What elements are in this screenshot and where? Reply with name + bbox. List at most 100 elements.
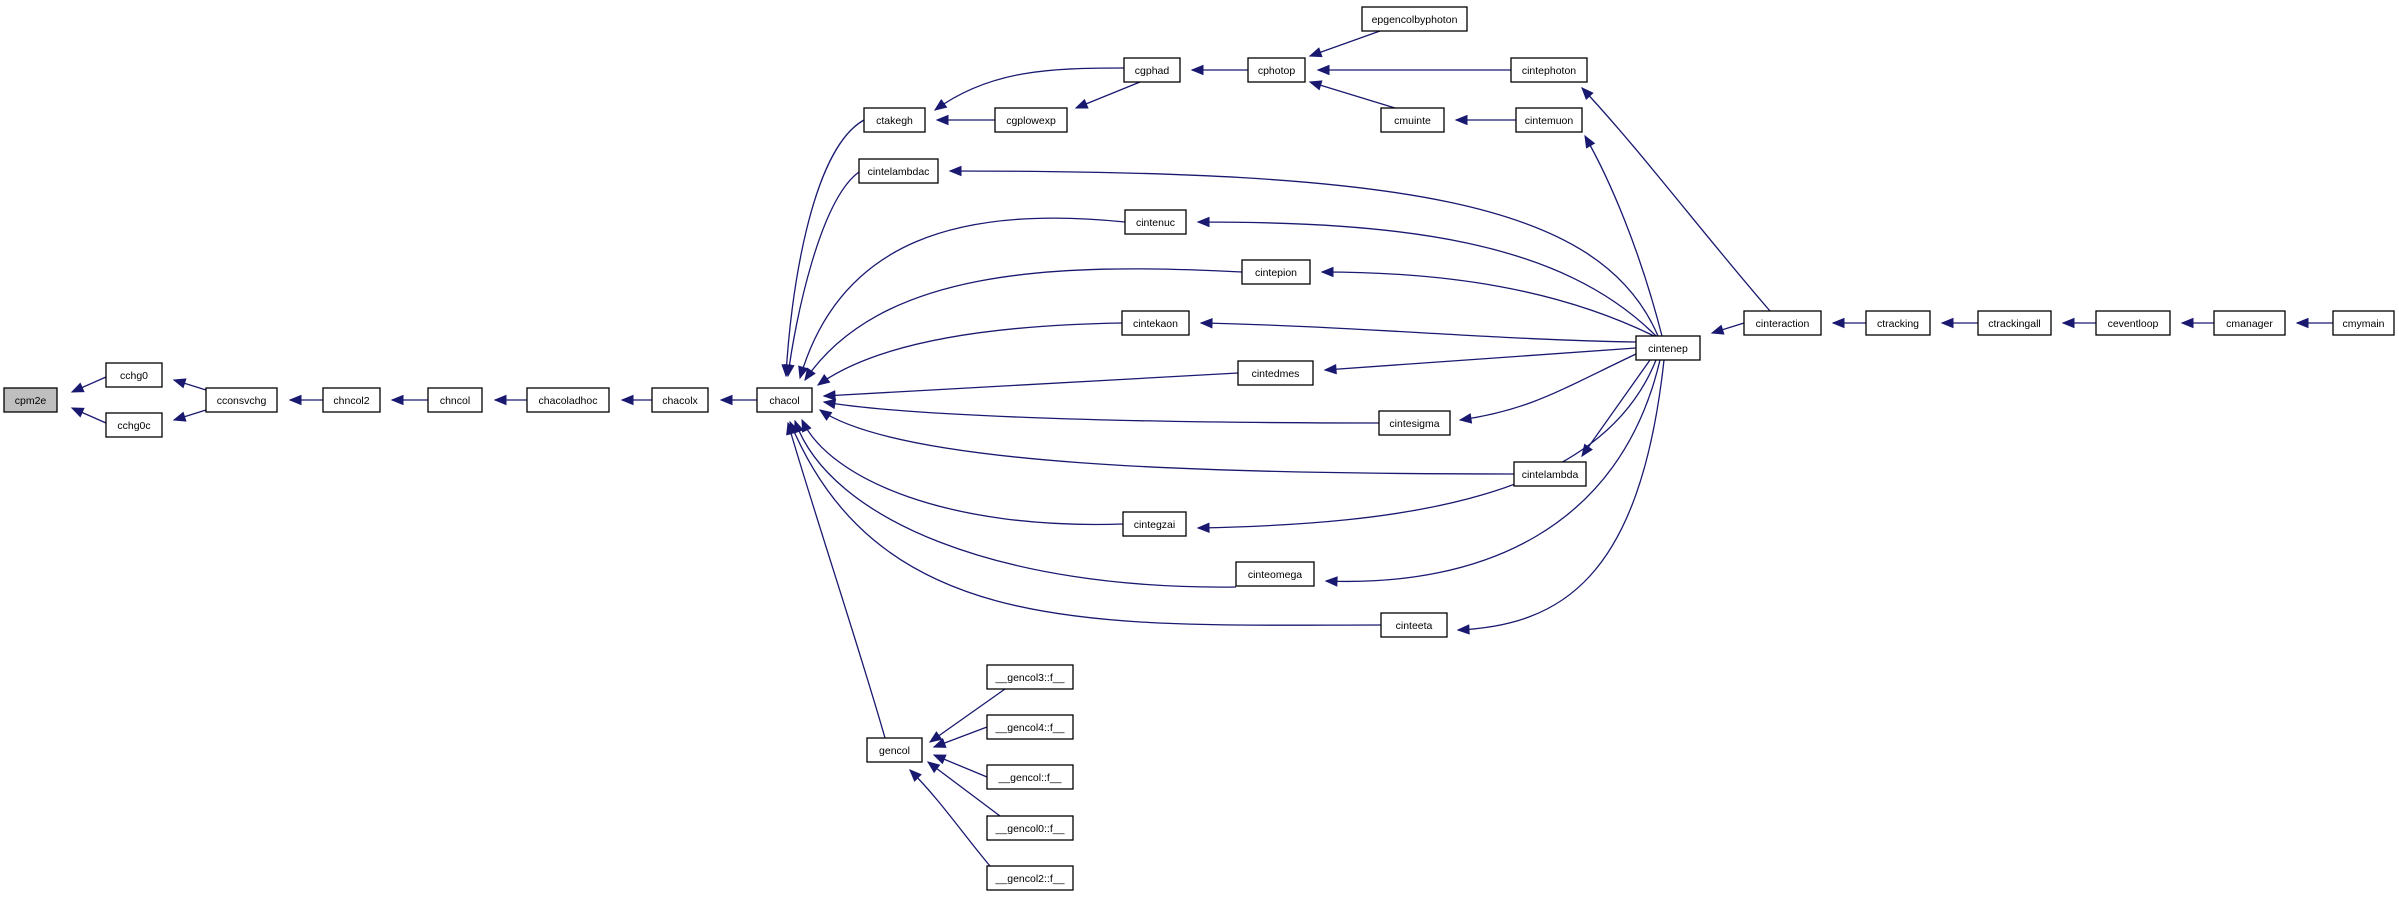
node-box[interactable] <box>1241 259 1311 285</box>
node-box[interactable] <box>986 815 1074 841</box>
node-box[interactable] <box>1361 6 1468 32</box>
node-box[interactable] <box>986 865 1074 891</box>
node-cconsvchg[interactable]: cconsvchg <box>205 387 278 413</box>
node-cinteraction[interactable]: cinteraction <box>1743 310 1822 336</box>
node-box[interactable] <box>105 412 163 438</box>
arrowhead-icon <box>1454 114 1468 126</box>
node-box[interactable] <box>1380 107 1445 133</box>
node-box[interactable] <box>1378 410 1451 436</box>
node-cintelambda[interactable]: cintelambda <box>1513 461 1587 487</box>
node-gencol0[interactable]: __gencol0::f__ <box>986 815 1074 841</box>
node-box[interactable] <box>1515 107 1583 133</box>
edge-cintemuon-to-cmuinte <box>1454 114 1516 126</box>
node-chncol2[interactable]: chncol2 <box>322 387 381 413</box>
node-cmymain[interactable]: cmymain <box>2332 310 2395 336</box>
node-box[interactable] <box>1237 360 1314 386</box>
edge-line <box>1459 353 1637 421</box>
node-cgplowexp[interactable]: cgplowexp <box>994 107 1068 133</box>
arrowhead-icon <box>798 365 809 380</box>
node-cinteomega[interactable]: cinteomega <box>1235 561 1315 587</box>
node-cinteeta[interactable]: cinteeta <box>1380 612 1448 638</box>
arrowhead-icon <box>1199 317 1213 329</box>
node-box[interactable] <box>1380 612 1448 638</box>
node-cmuinte[interactable]: cmuinte <box>1380 107 1445 133</box>
node-gencol3[interactable]: __gencol3::f__ <box>986 664 1074 690</box>
node-box[interactable] <box>1743 310 1822 336</box>
node-box[interactable] <box>2332 310 2395 336</box>
node-box[interactable] <box>1122 511 1187 537</box>
arrowhead-icon <box>822 398 837 410</box>
node-cintesigma[interactable]: cintesigma <box>1378 410 1451 436</box>
edge-gencol4-to-gencol <box>932 726 988 748</box>
node-box[interactable] <box>1121 310 1190 336</box>
node-box[interactable] <box>526 387 610 413</box>
node-cphotop[interactable]: cphotop <box>1247 57 1306 83</box>
node-cintelambdac[interactable]: cintelambdac <box>858 158 939 184</box>
node-chacolx[interactable]: chacolx <box>651 387 709 413</box>
node-cchg0c[interactable]: cchg0c <box>105 412 163 438</box>
node-box[interactable] <box>986 764 1074 790</box>
node-cintepion[interactable]: cintepion <box>1241 259 1311 285</box>
node-box[interactable] <box>205 387 278 413</box>
node-box[interactable] <box>986 714 1074 740</box>
node-box[interactable] <box>3 387 58 413</box>
node-cintegzai[interactable]: cintegzai <box>1122 511 1187 537</box>
node-gencol2[interactable]: __gencol2::f__ <box>986 865 1074 891</box>
node-gencol_f[interactable]: __gencol::f__ <box>986 764 1074 790</box>
node-box[interactable] <box>1123 57 1181 83</box>
node-box[interactable] <box>427 387 483 413</box>
node-box[interactable] <box>1510 57 1588 83</box>
node-box[interactable] <box>1124 209 1187 235</box>
edge-line <box>787 422 886 739</box>
node-box[interactable] <box>858 158 939 184</box>
node-box[interactable] <box>866 737 923 763</box>
node-ctakegh[interactable]: ctakegh <box>863 107 926 133</box>
node-cintedmes[interactable]: cintedmes <box>1237 360 1314 386</box>
node-ctracking[interactable]: ctracking <box>1865 310 1931 336</box>
node-box[interactable] <box>1977 310 2052 336</box>
node-cintekaon[interactable]: cintekaon <box>1121 310 1190 336</box>
node-cchg0[interactable]: cchg0 <box>105 362 163 388</box>
node-box[interactable] <box>756 387 813 413</box>
arrowhead-icon <box>1584 134 1596 149</box>
node-box[interactable] <box>2213 310 2286 336</box>
node-box[interactable] <box>1247 57 1306 83</box>
node-label: cintelambdac <box>868 166 930 178</box>
node-epgencolbyphoton[interactable]: epgencolbyphoton <box>1361 6 1468 32</box>
node-cintephoton[interactable]: cintephoton <box>1510 57 1588 83</box>
node-chacol[interactable]: chacol <box>756 387 813 413</box>
node-cintenep[interactable]: cintenep <box>1635 335 1701 361</box>
node-chncol[interactable]: chncol <box>427 387 483 413</box>
node-box[interactable] <box>1513 461 1587 487</box>
edge-line <box>1581 87 1771 312</box>
node-cgphad[interactable]: cgphad <box>1123 57 1181 83</box>
edge-ctrackingall-to-ctracking <box>1940 317 1978 329</box>
node-box[interactable] <box>986 664 1074 690</box>
node-gencol[interactable]: gencol <box>866 737 923 763</box>
node-box[interactable] <box>322 387 381 413</box>
node-chacoladhoc[interactable]: chacoladhoc <box>526 387 610 413</box>
node-box[interactable] <box>2095 310 2171 336</box>
edge-cintenep-to-cintekaon <box>1199 317 1637 343</box>
node-cpm2e[interactable]: cpm2e <box>3 387 58 413</box>
node-cintenuc[interactable]: cintenuc <box>1124 209 1187 235</box>
arrowhead-icon <box>948 165 962 177</box>
node-box[interactable] <box>863 107 926 133</box>
node-label: cinteomega <box>1248 569 1302 581</box>
node-box[interactable] <box>1865 310 1931 336</box>
node-cmanager[interactable]: cmanager <box>2213 310 2286 336</box>
node-ctrackingall[interactable]: ctrackingall <box>1977 310 2052 336</box>
edge-cintelambdac-to-chacol <box>784 171 860 378</box>
node-box[interactable] <box>1235 561 1315 587</box>
node-cintemuon[interactable]: cintemuon <box>1515 107 1583 133</box>
arrowhead-icon <box>1074 98 1089 109</box>
node-label: cphotop <box>1258 65 1296 77</box>
node-box[interactable] <box>651 387 709 413</box>
edge-cintenep-to-cintesigma <box>1458 353 1637 424</box>
node-box[interactable] <box>1635 335 1701 361</box>
edge-cintenep-to-cintegzai <box>1196 359 1657 534</box>
node-ceventloop[interactable]: ceventloop <box>2095 310 2171 336</box>
node-box[interactable] <box>994 107 1068 133</box>
node-box[interactable] <box>105 362 163 388</box>
node-gencol4[interactable]: __gencol4::f__ <box>986 714 1074 740</box>
